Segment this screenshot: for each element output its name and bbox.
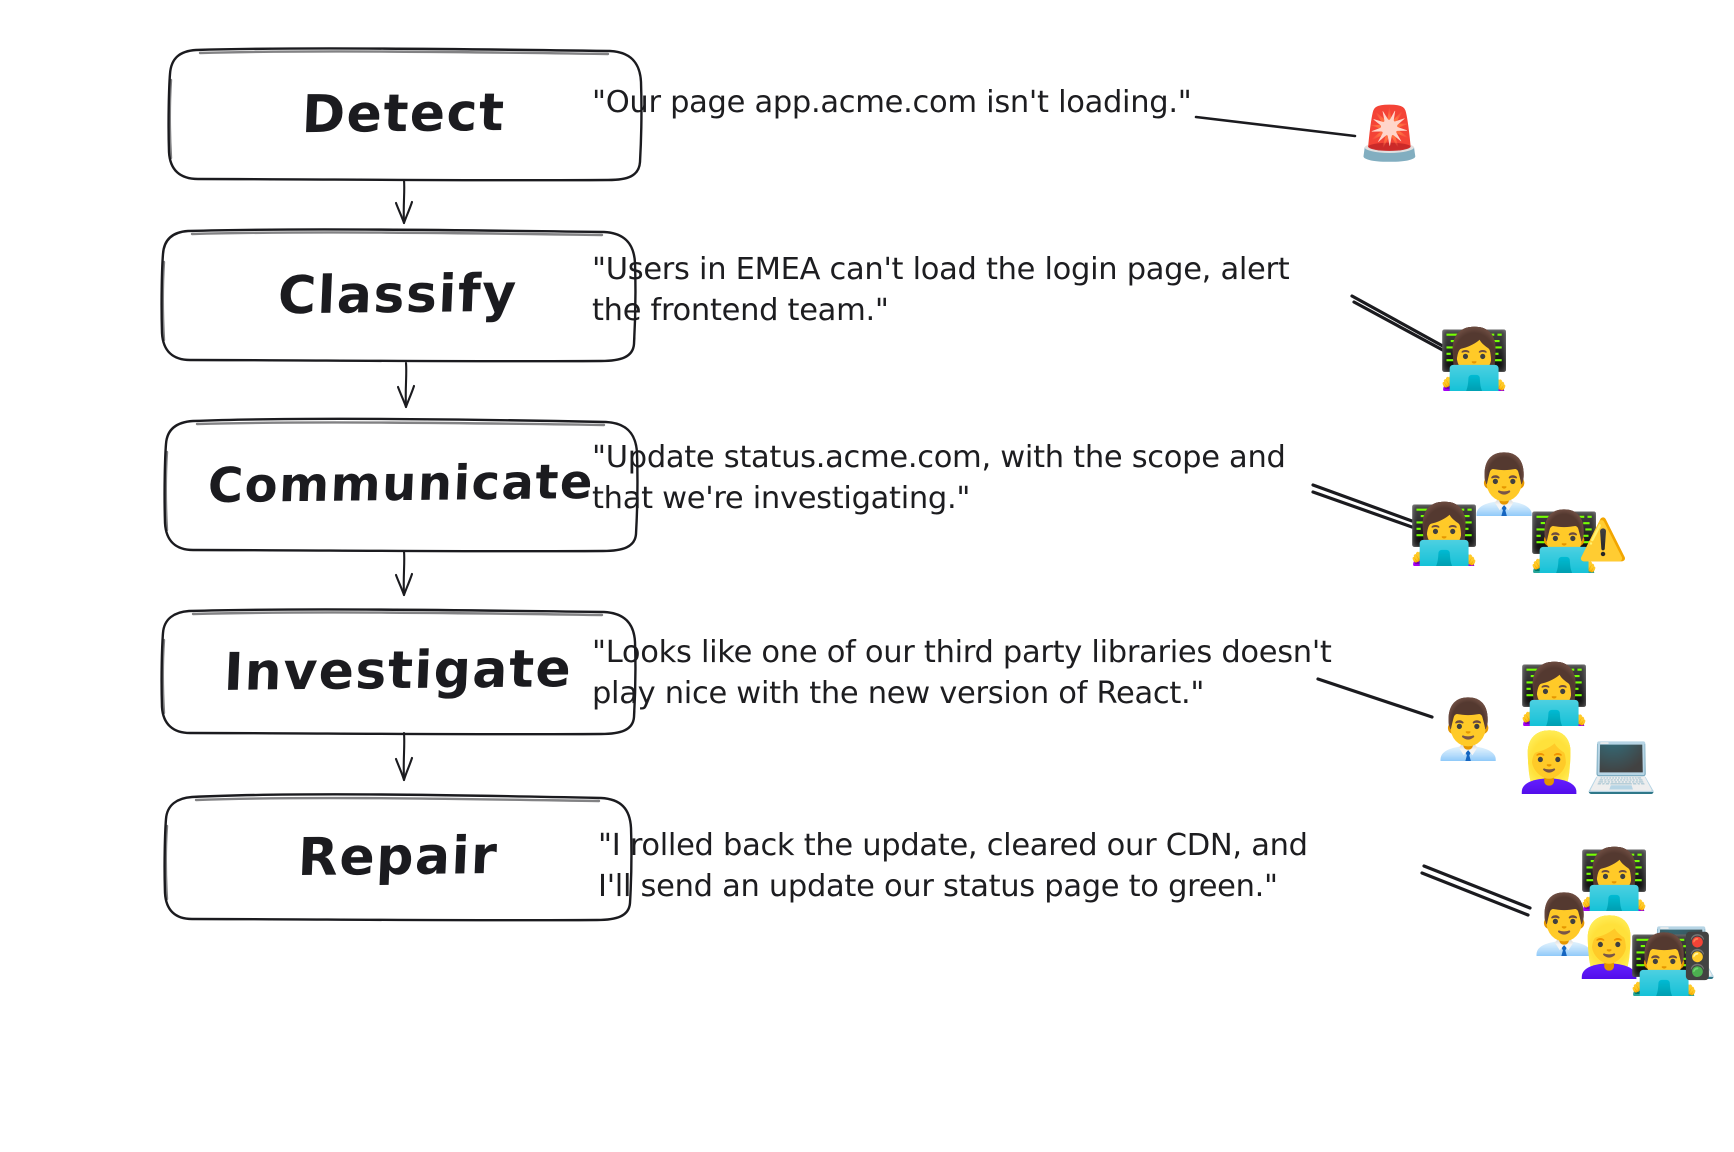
emoji-woman-technologist-investigate: 👩‍💻 xyxy=(1518,660,1591,728)
emoji-blonde-woman-technologist-investigate: 👱‍♀️💻 xyxy=(1513,728,1658,796)
step-label-classify: Classify xyxy=(277,263,519,326)
leader-line-investigate xyxy=(1316,677,1434,719)
emoji-woman-technologist-classify: 👩‍💻 xyxy=(1438,325,1511,393)
emoji-man-technologist-repair: 👨‍💻 xyxy=(1628,930,1701,998)
emoji-woman-technologist-communicate: 👩‍💻 xyxy=(1408,500,1481,568)
emoji-rotating-light: 🚨 xyxy=(1357,104,1422,164)
step-box-communicate[interactable]: Communicate xyxy=(163,417,639,553)
leader-line-classify-b xyxy=(1352,300,1452,356)
step-box-investigate[interactable]: Investigate xyxy=(160,608,637,736)
quote-repair: "I rolled back the update, cleared our C… xyxy=(598,828,1308,905)
quote-classify: "Users in EMEA can't load the login page… xyxy=(592,252,1290,329)
arrow-investigate-to-repair xyxy=(394,731,414,782)
quote-investigate: "Looks like one of our third party libra… xyxy=(592,635,1332,712)
emoji-man-technologist-communicate: 👨‍💻 xyxy=(1528,507,1601,575)
quote-detect: "Our page app.acme.com isn't loading." xyxy=(592,85,1192,120)
emoji-warning-sign-communicate: ⚠️ xyxy=(1578,517,1628,563)
step-label-investigate: Investigate xyxy=(222,639,574,703)
sketch-border-detect xyxy=(167,47,643,182)
arrow-communicate-to-investigate xyxy=(394,549,414,597)
step-label-detect: Detect xyxy=(301,82,507,145)
step-box-repair[interactable]: Repair xyxy=(163,793,633,922)
sketch-border-communicate xyxy=(163,417,639,553)
emoji-office-worker-repair: 👨‍💼 xyxy=(1528,890,1601,958)
leader-line-communicate-b xyxy=(1311,490,1414,529)
arrow-classify-to-communicate xyxy=(396,361,416,409)
leader-line-repair-a xyxy=(1422,864,1532,910)
emoji-office-worker-investigate: 👨‍💼 xyxy=(1432,695,1505,763)
emoji-woman-technologist-repair: 👩‍💻 xyxy=(1578,845,1651,913)
step-label-repair: Repair xyxy=(296,825,500,888)
arrow-detect-to-classify xyxy=(394,178,414,225)
leader-line-repair-b xyxy=(1420,871,1530,917)
quote-communicate: "Update status.acme.com, with the scope … xyxy=(592,440,1286,517)
leader-line-classify-a xyxy=(1350,294,1452,352)
leader-line-detect xyxy=(1194,115,1357,138)
step-box-classify[interactable]: Classify xyxy=(160,228,637,363)
emoji-blonde-woman-technologist-repair: 👱‍♀️💻 xyxy=(1573,913,1718,981)
sketch-border-classify xyxy=(160,228,637,363)
step-box-detect[interactable]: Detect xyxy=(166,47,643,182)
step-label-communicate: Communicate xyxy=(206,453,596,515)
emoji-traffic-light-repair: 🚦 xyxy=(1670,931,1725,982)
leader-line-communicate-a xyxy=(1311,483,1414,523)
emoji-office-worker-communicate: 👨‍💼 xyxy=(1468,450,1541,518)
sketch-border-investigate xyxy=(160,608,637,736)
sketch-border-repair xyxy=(163,793,633,922)
